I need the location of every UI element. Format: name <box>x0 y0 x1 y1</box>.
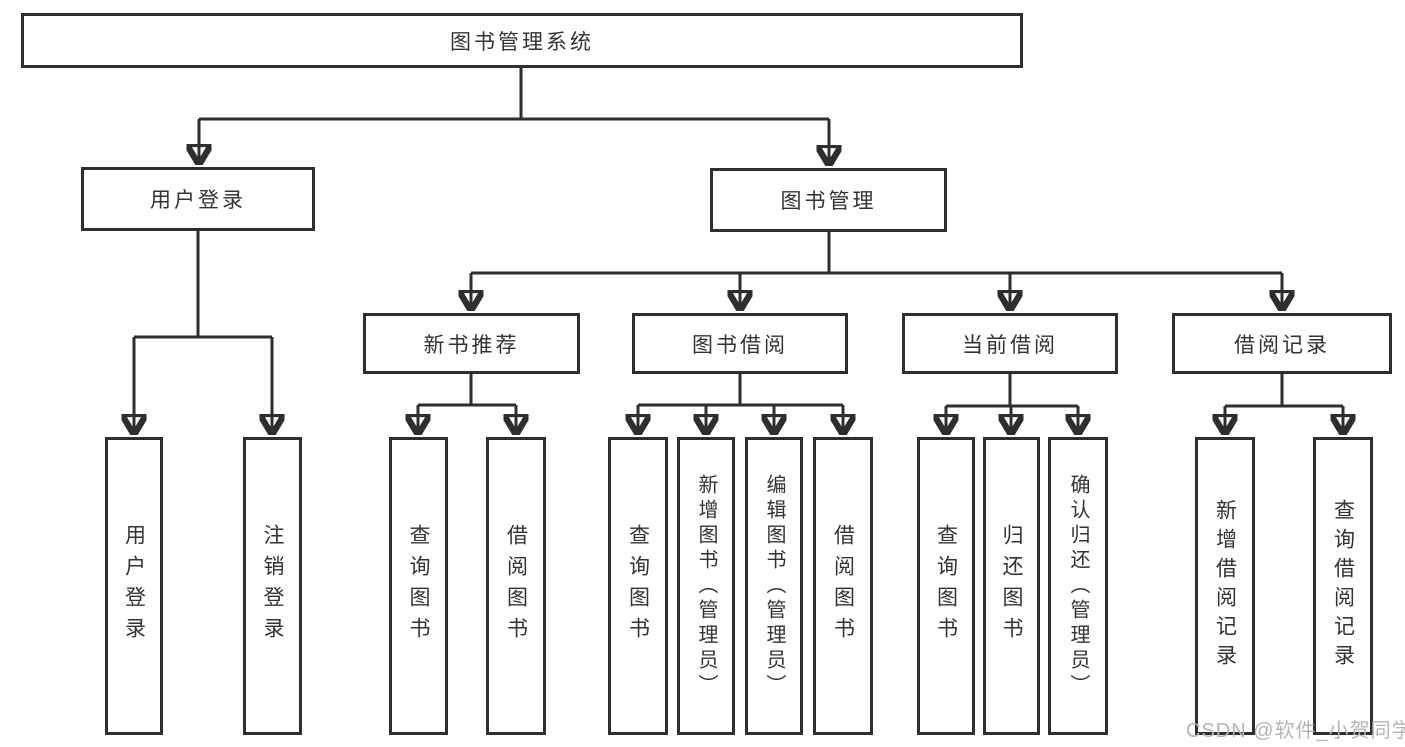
leaf-borrow-edit-books-admin-label: 编辑图书（管理员） <box>763 473 785 699</box>
leaf-logout-label: 注销登录 <box>261 524 284 648</box>
connector-new-books-children <box>418 374 516 435</box>
connector-book-borrow-children <box>638 374 843 435</box>
leaf-newbooks-borrow-books-label: 借阅图书 <box>504 524 528 648</box>
leaf-user-login-label: 用户登录 <box>122 524 146 648</box>
connector-book-mgmt-children <box>471 232 1282 311</box>
leaf-borrow-borrow-books-label: 借阅图书 <box>831 524 855 648</box>
node-user-login: 用户登录 <box>81 167 315 231</box>
leaf-borrow-query-books-label: 查询图书 <box>626 524 650 648</box>
node-borrow-records: 借阅记录 <box>1172 313 1392 374</box>
connector-current-borrow-children <box>946 374 1078 435</box>
leaf-borrow-add-books-admin-label: 新增图书（管理员） <box>695 473 717 699</box>
leaf-logout: 注销登录 <box>243 437 302 735</box>
leaf-records-query-record: 查询借阅记录 <box>1313 437 1373 735</box>
node-book-borrow: 图书借阅 <box>632 313 848 374</box>
leaf-user-login: 用户登录 <box>105 437 163 735</box>
leaf-borrow-add-books-admin: 新增图书（管理员） <box>677 437 735 735</box>
leaf-records-add-record-label: 新增借阅记录 <box>1213 499 1237 673</box>
connector-user-login-children <box>134 231 272 435</box>
leaf-current-query-books-label: 查询图书 <box>934 524 958 648</box>
leaf-borrow-edit-books-admin: 编辑图书（管理员） <box>745 437 803 735</box>
leaf-records-query-record-label: 查询借阅记录 <box>1331 499 1355 673</box>
node-root-library-system: 图书管理系统 <box>21 13 1023 68</box>
leaf-borrow-borrow-books: 借阅图书 <box>813 437 873 735</box>
connector-borrow-records-children <box>1225 374 1343 435</box>
leaf-current-return-books-label: 归还图书 <box>1000 524 1023 648</box>
leaf-current-return-books: 归还图书 <box>983 437 1040 735</box>
leaf-current-confirm-return-admin: 确认归还（管理员） <box>1048 437 1108 735</box>
leaf-newbooks-borrow-books: 借阅图书 <box>486 437 546 735</box>
leaf-current-query-books: 查询图书 <box>917 437 975 735</box>
csdn-watermark: CSDN @软件_小贺同学 <box>1186 720 1405 742</box>
connector-root-to-level2 <box>199 68 829 166</box>
leaf-current-confirm-return-admin-label: 确认归还（管理员） <box>1067 473 1089 699</box>
node-book-management: 图书管理 <box>710 168 947 232</box>
leaf-records-add-record: 新增借阅记录 <box>1195 437 1255 735</box>
node-current-borrow: 当前借阅 <box>902 313 1118 374</box>
leaf-newbooks-query-books: 查询图书 <box>389 437 448 735</box>
node-new-book-recommend: 新书推荐 <box>363 313 580 374</box>
leaf-newbooks-query-books-label: 查询图书 <box>407 524 430 648</box>
leaf-borrow-query-books: 查询图书 <box>608 437 668 735</box>
